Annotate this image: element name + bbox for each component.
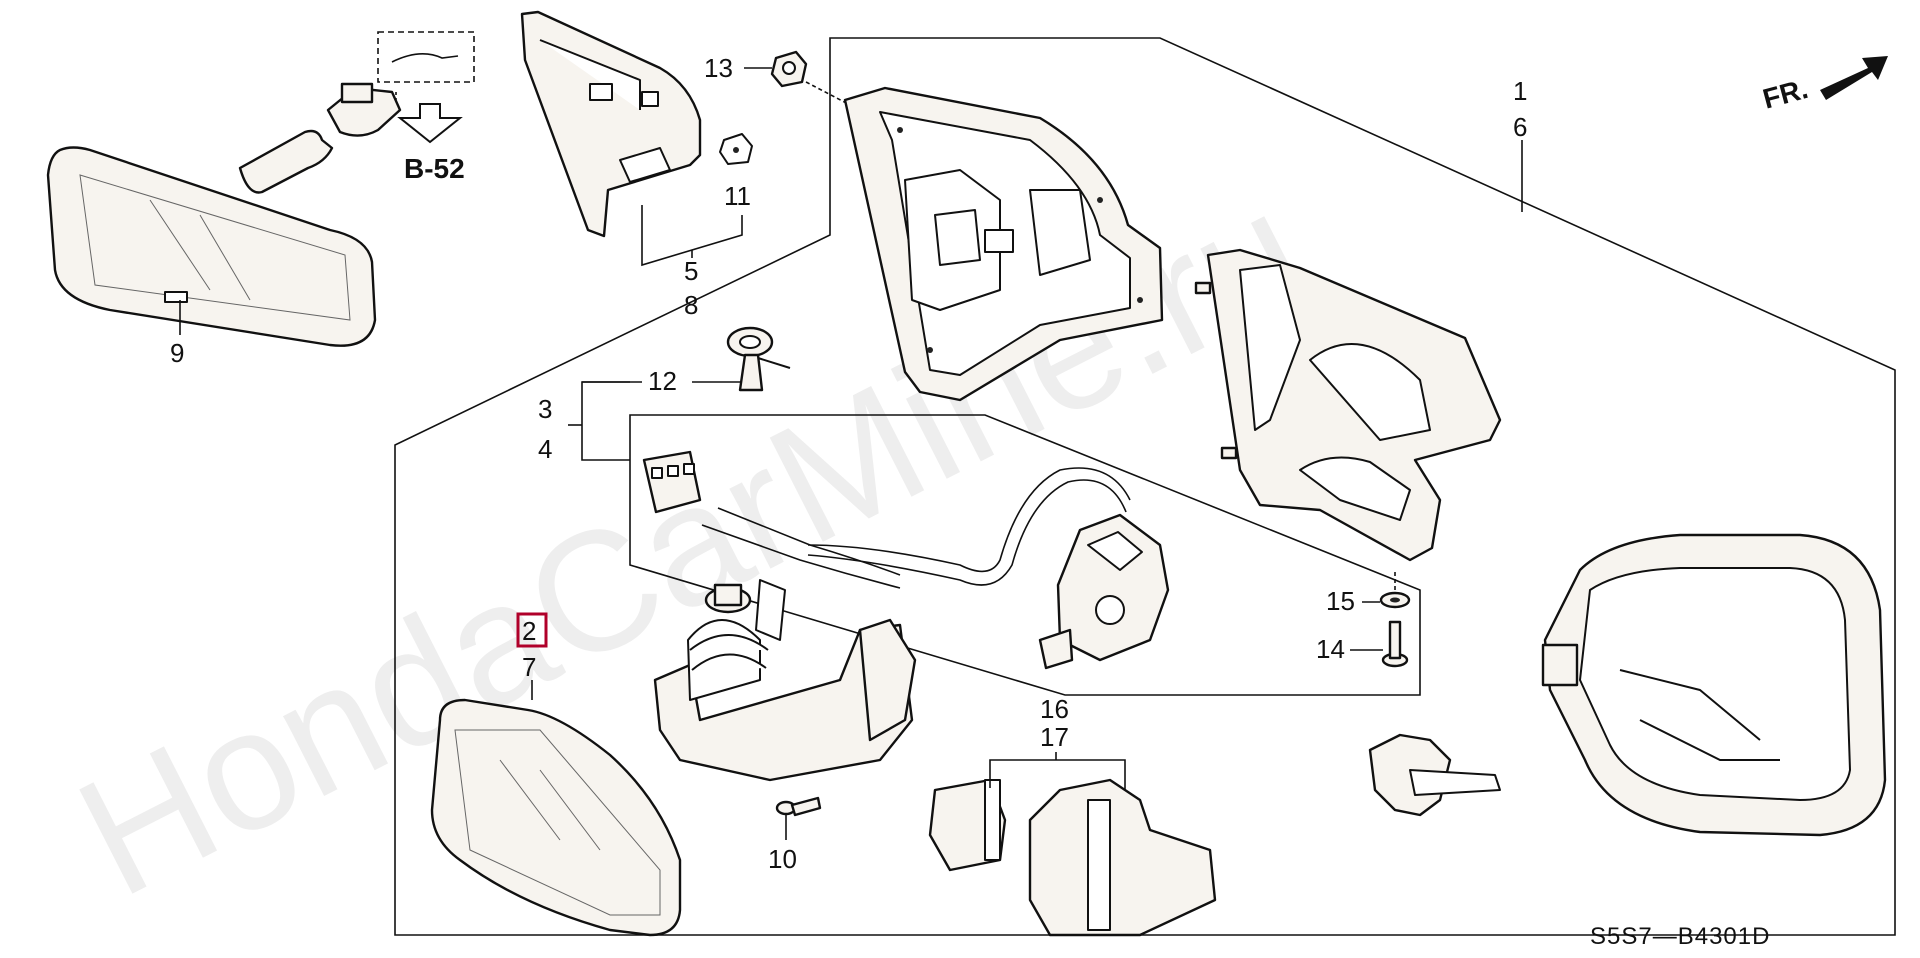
callout-2: 2 <box>522 616 536 646</box>
leader-16-17 <box>989 759 1126 790</box>
callout-3: 3 <box>538 394 552 424</box>
direction-label: FR. <box>1760 73 1812 115</box>
screw-14 <box>1381 620 1409 668</box>
callout-16: 16 <box>1040 694 1069 724</box>
harness-outline <box>629 414 1421 696</box>
leader-13b <box>805 81 851 106</box>
callout-1: 1 <box>1513 76 1527 106</box>
callout-8: 8 <box>684 290 698 320</box>
mirror-glass <box>430 698 682 937</box>
wire-harness <box>642 450 1131 589</box>
cable-clamp-12 <box>726 326 791 392</box>
cover-large-17 <box>1028 778 1217 937</box>
cover-small-16 <box>928 778 1007 872</box>
callout-17: 17 <box>1040 722 1069 752</box>
bracket-3-4 <box>581 381 630 461</box>
mirror-base-frame <box>843 86 1164 402</box>
callout-15: 15 <box>1326 586 1355 616</box>
cap-bracket <box>1368 733 1501 817</box>
mirror-skull-cap <box>1541 533 1887 837</box>
mirror-housing <box>1194 248 1502 562</box>
highlight-callout-2 <box>516 612 548 648</box>
callout-14: 14 <box>1316 634 1345 664</box>
callout-11: 11 <box>724 181 751 211</box>
callout-6: 6 <box>1513 112 1527 142</box>
callout-10: 10 <box>768 844 797 874</box>
nut-13 <box>770 50 808 88</box>
callout-12: 12 <box>648 366 677 396</box>
callout-5: 5 <box>684 256 698 286</box>
callout-13: 13 <box>704 53 733 83</box>
reference-b52-group <box>377 31 475 144</box>
clip-11 <box>719 133 753 165</box>
reference-label: B-52 <box>404 153 465 184</box>
mirror-garnish <box>520 10 702 238</box>
rear-view-mirror <box>46 82 402 347</box>
washer-15 <box>1379 591 1411 609</box>
callout-9: 9 <box>170 338 184 368</box>
mirror-actuator-motor <box>1038 513 1170 670</box>
assembly-outline-outer <box>394 37 1896 936</box>
callout-7: 7 <box>522 652 536 682</box>
screw-10 <box>775 796 822 817</box>
direction-indicator <box>1820 56 1888 100</box>
diagram-code: S5S7—B4301D <box>1590 923 1770 950</box>
callout-4: 4 <box>538 434 552 464</box>
mirror-adjuster-unit <box>653 579 917 782</box>
